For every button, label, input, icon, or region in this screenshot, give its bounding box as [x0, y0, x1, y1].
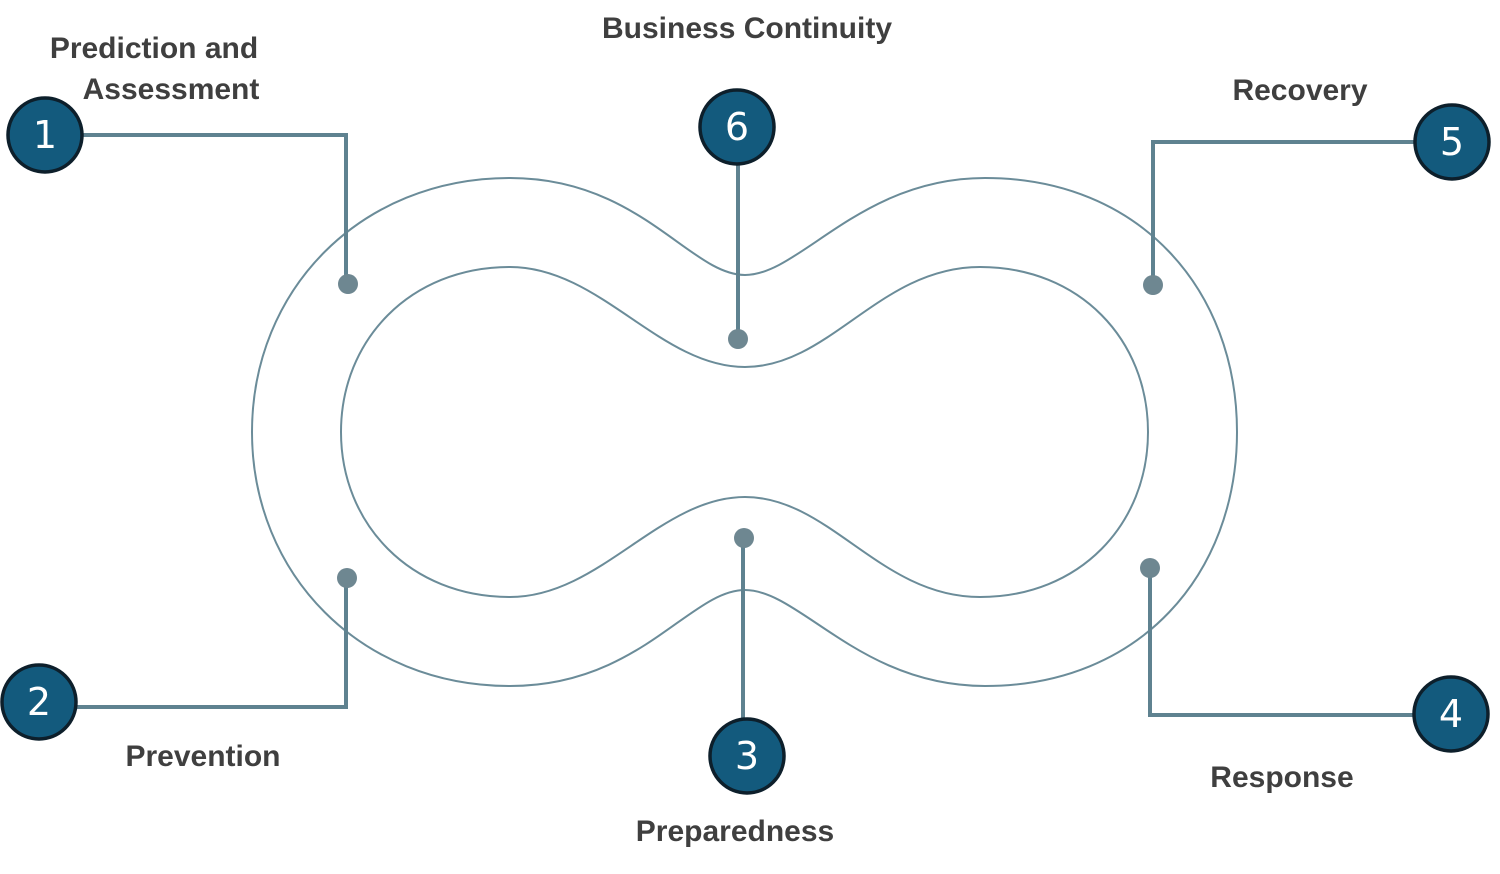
outer-ring-outline — [250, 176, 1239, 688]
anchor-dot-stage-1 — [338, 274, 358, 294]
stage-number-3: 3 — [735, 734, 759, 778]
stage-label-1-line-1: Prediction and — [50, 32, 258, 65]
stage-badge-2: 2 — [0, 663, 78, 741]
stage-label-5: Recovery — [1232, 74, 1367, 107]
stage-number-5: 5 — [1440, 120, 1464, 164]
stage-label-6: Business Continuity — [602, 12, 892, 45]
stage-badge-1: 1 — [6, 96, 84, 174]
stage-number-1: 1 — [33, 113, 57, 157]
stage-number-6: 6 — [725, 105, 749, 149]
stage-label-1-line-2: Assessment — [83, 73, 260, 106]
stage-label-3: Preparedness — [636, 815, 834, 848]
stage-badge-6: 6 — [698, 88, 776, 166]
anchor-dot-stage-2 — [337, 568, 357, 588]
anchor-dot-stage-3 — [734, 528, 754, 548]
stage-badge-4: 4 — [1412, 675, 1490, 753]
stage-number-2: 2 — [27, 680, 51, 724]
stage-label-4: Response — [1210, 761, 1353, 794]
connector-stage-1 — [80, 133, 348, 283]
connector-stage-2 — [74, 577, 348, 709]
anchor-dot-stage-6 — [728, 329, 748, 349]
inner-ring-outline — [339, 265, 1150, 599]
anchor-dot-stage-5 — [1143, 275, 1163, 295]
stage-badge-5: 5 — [1413, 103, 1491, 181]
anchor-dot-stage-4 — [1140, 558, 1160, 578]
connector-stage-4 — [1148, 567, 1414, 717]
stage-label-2: Prevention — [125, 740, 280, 773]
stage-number-4: 4 — [1439, 692, 1463, 736]
stage-badge-3: 3 — [708, 717, 786, 795]
connector-stage-5 — [1151, 140, 1415, 284]
